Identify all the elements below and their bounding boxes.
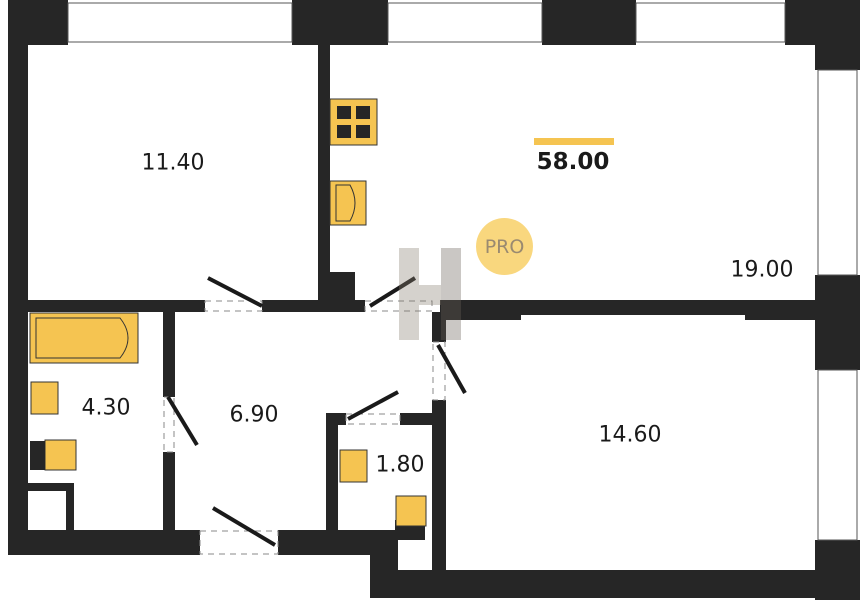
toilet-icon — [44, 439, 77, 471]
windows — [67, 2, 858, 541]
room-area-wc: 1.80 — [375, 452, 425, 478]
bathtub-icon — [29, 312, 139, 364]
room-area-bedroom-2: 14.60 — [598, 422, 662, 448]
room-area-hallway: 6.90 — [229, 402, 279, 428]
door-openings — [163, 300, 446, 555]
walls — [8, 0, 860, 600]
fixtures — [29, 98, 427, 527]
kitchen-sink-icon — [329, 180, 367, 226]
wc-sink-icon — [339, 449, 368, 483]
watermark-logo — [399, 248, 461, 340]
stove-icon — [329, 98, 378, 146]
room-area-bathroom: 4.30 — [81, 395, 131, 421]
sink-icon — [30, 381, 59, 415]
total-area: 58.00 — [536, 149, 610, 175]
door-leaves — [166, 276, 467, 547]
total-area-accent-bar — [534, 138, 614, 145]
room-area-bedroom: 11.40 — [141, 150, 205, 176]
wc-toilet-icon — [395, 495, 427, 527]
pro-badge: PRO — [476, 218, 533, 275]
room-area-living-kitchen: 19.00 — [730, 257, 794, 283]
